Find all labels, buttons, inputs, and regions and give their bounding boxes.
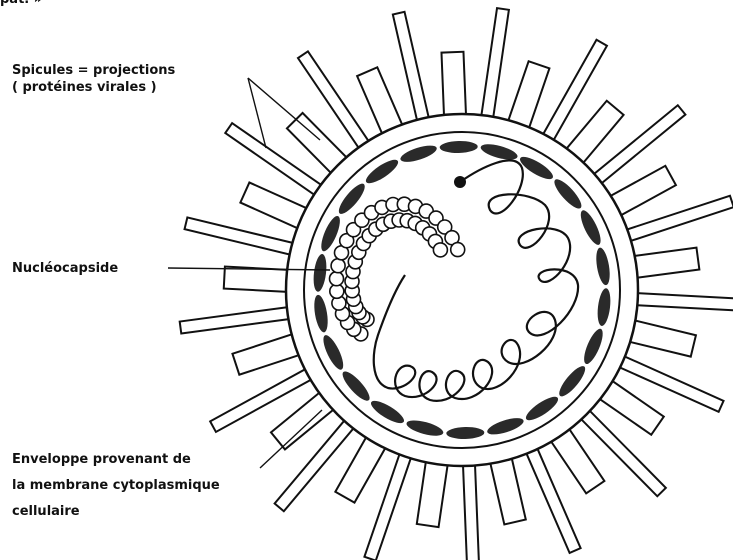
spicules-label-line2: ( protéines virales ) xyxy=(12,79,175,96)
enveloppe-label-line2: la membrane cytoplasmique xyxy=(12,473,220,499)
spicule xyxy=(393,12,431,130)
spicule xyxy=(180,306,299,333)
capsid-bead xyxy=(331,259,345,273)
enveloppe-label-line3: cellulaire xyxy=(12,499,220,525)
spicule xyxy=(463,456,480,560)
capsid-bead xyxy=(451,243,465,257)
enveloppe-label-line1: Enveloppe provenant de xyxy=(12,447,220,473)
spicule xyxy=(627,293,733,311)
spicules-label-line1: Spicules = projections xyxy=(12,62,175,79)
spicule xyxy=(480,8,509,126)
spicules-leader-1 xyxy=(248,78,320,140)
spicules-label: Spicules = projections ( protéines viral… xyxy=(12,62,175,96)
top-text-fragment: pat. » xyxy=(0,0,42,8)
nucleocapside-label: Nucléocapside xyxy=(12,260,118,277)
capsid-bead xyxy=(330,272,344,286)
capsid-bead xyxy=(433,243,447,257)
rna-end-dot xyxy=(454,176,466,188)
enveloppe-label: Enveloppe provenant de la membrane cytop… xyxy=(12,447,220,525)
